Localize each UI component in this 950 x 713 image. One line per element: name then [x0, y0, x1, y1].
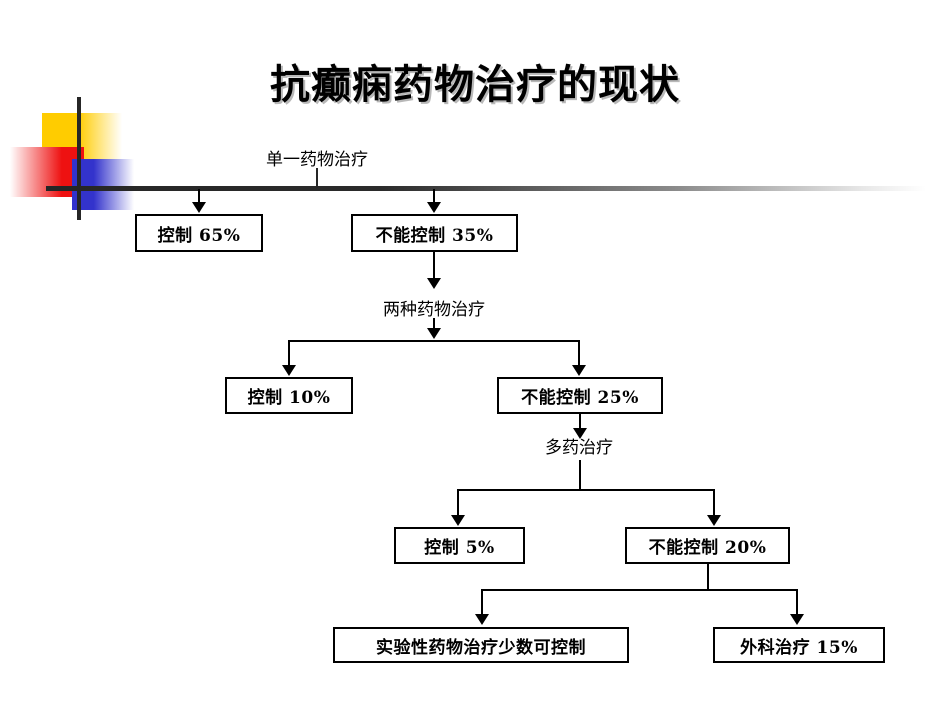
- connector-n6-stem: [707, 564, 709, 590]
- node-experimental-therapy: 实验性药物治疗少数可控制: [333, 627, 629, 663]
- arrowhead-to-n5: [451, 515, 465, 526]
- arrowhead-to-n6: [707, 515, 721, 526]
- arrowhead-to-stage3: [573, 428, 587, 439]
- node-uncontrolled-20: 不能控制 20%: [625, 527, 790, 564]
- connector-stage3-right: [713, 489, 715, 517]
- stage-label-dual-therapy: 两种药物治疗: [383, 300, 485, 320]
- connector-stage2-left: [288, 340, 290, 368]
- arrowhead-to-n4: [572, 365, 586, 376]
- node-controlled-5: 控制 5%: [394, 527, 525, 564]
- arrowhead-to-n8: [790, 614, 804, 625]
- arrowhead-to-n1: [192, 202, 206, 213]
- connector-stage1-right: [433, 189, 435, 204]
- connector-stage2-split: [288, 340, 580, 342]
- connector-stage1-left: [198, 189, 200, 204]
- arrowhead-to-n3: [282, 365, 296, 376]
- connector-n2-to-stage2: [433, 252, 435, 282]
- connector-final-right: [796, 589, 798, 616]
- connector-final-split: [481, 589, 798, 591]
- arrowhead-to-n2: [427, 202, 441, 213]
- decorative-logo: [0, 95, 160, 220]
- connector-stage3-split: [457, 489, 715, 491]
- logo-blue-block: [72, 159, 134, 210]
- stage-label-polytherapy: 多药治疗: [545, 438, 613, 458]
- arrowhead-to-n7: [475, 614, 489, 625]
- connector-stage3-left: [457, 489, 459, 517]
- node-uncontrolled-25: 不能控制 25%: [497, 377, 663, 414]
- page-title: 抗癫痫药物治疗的现状: [270, 61, 680, 108]
- node-uncontrolled-35: 不能控制 35%: [351, 214, 518, 252]
- connector-final-left: [481, 589, 483, 616]
- arrowhead-to-stage2: [427, 278, 441, 289]
- arrowhead-stage2-stem: [427, 328, 441, 339]
- connector-n4-to-stage3: [579, 414, 581, 436]
- connector-stage3-stem: [579, 460, 581, 490]
- connector-stage2-stem: [433, 318, 435, 332]
- node-controlled-10: 控制 10%: [225, 377, 353, 414]
- connector-stage2-right: [578, 340, 580, 368]
- connector-stage1-stem: [316, 168, 318, 188]
- header-rule: [46, 186, 926, 191]
- logo-vertical-bar: [77, 97, 81, 220]
- node-controlled-65: 控制 65%: [135, 214, 263, 252]
- node-surgery-15: 外科治疗 15%: [713, 627, 885, 663]
- stage-label-monotherapy: 单一药物治疗: [266, 150, 368, 170]
